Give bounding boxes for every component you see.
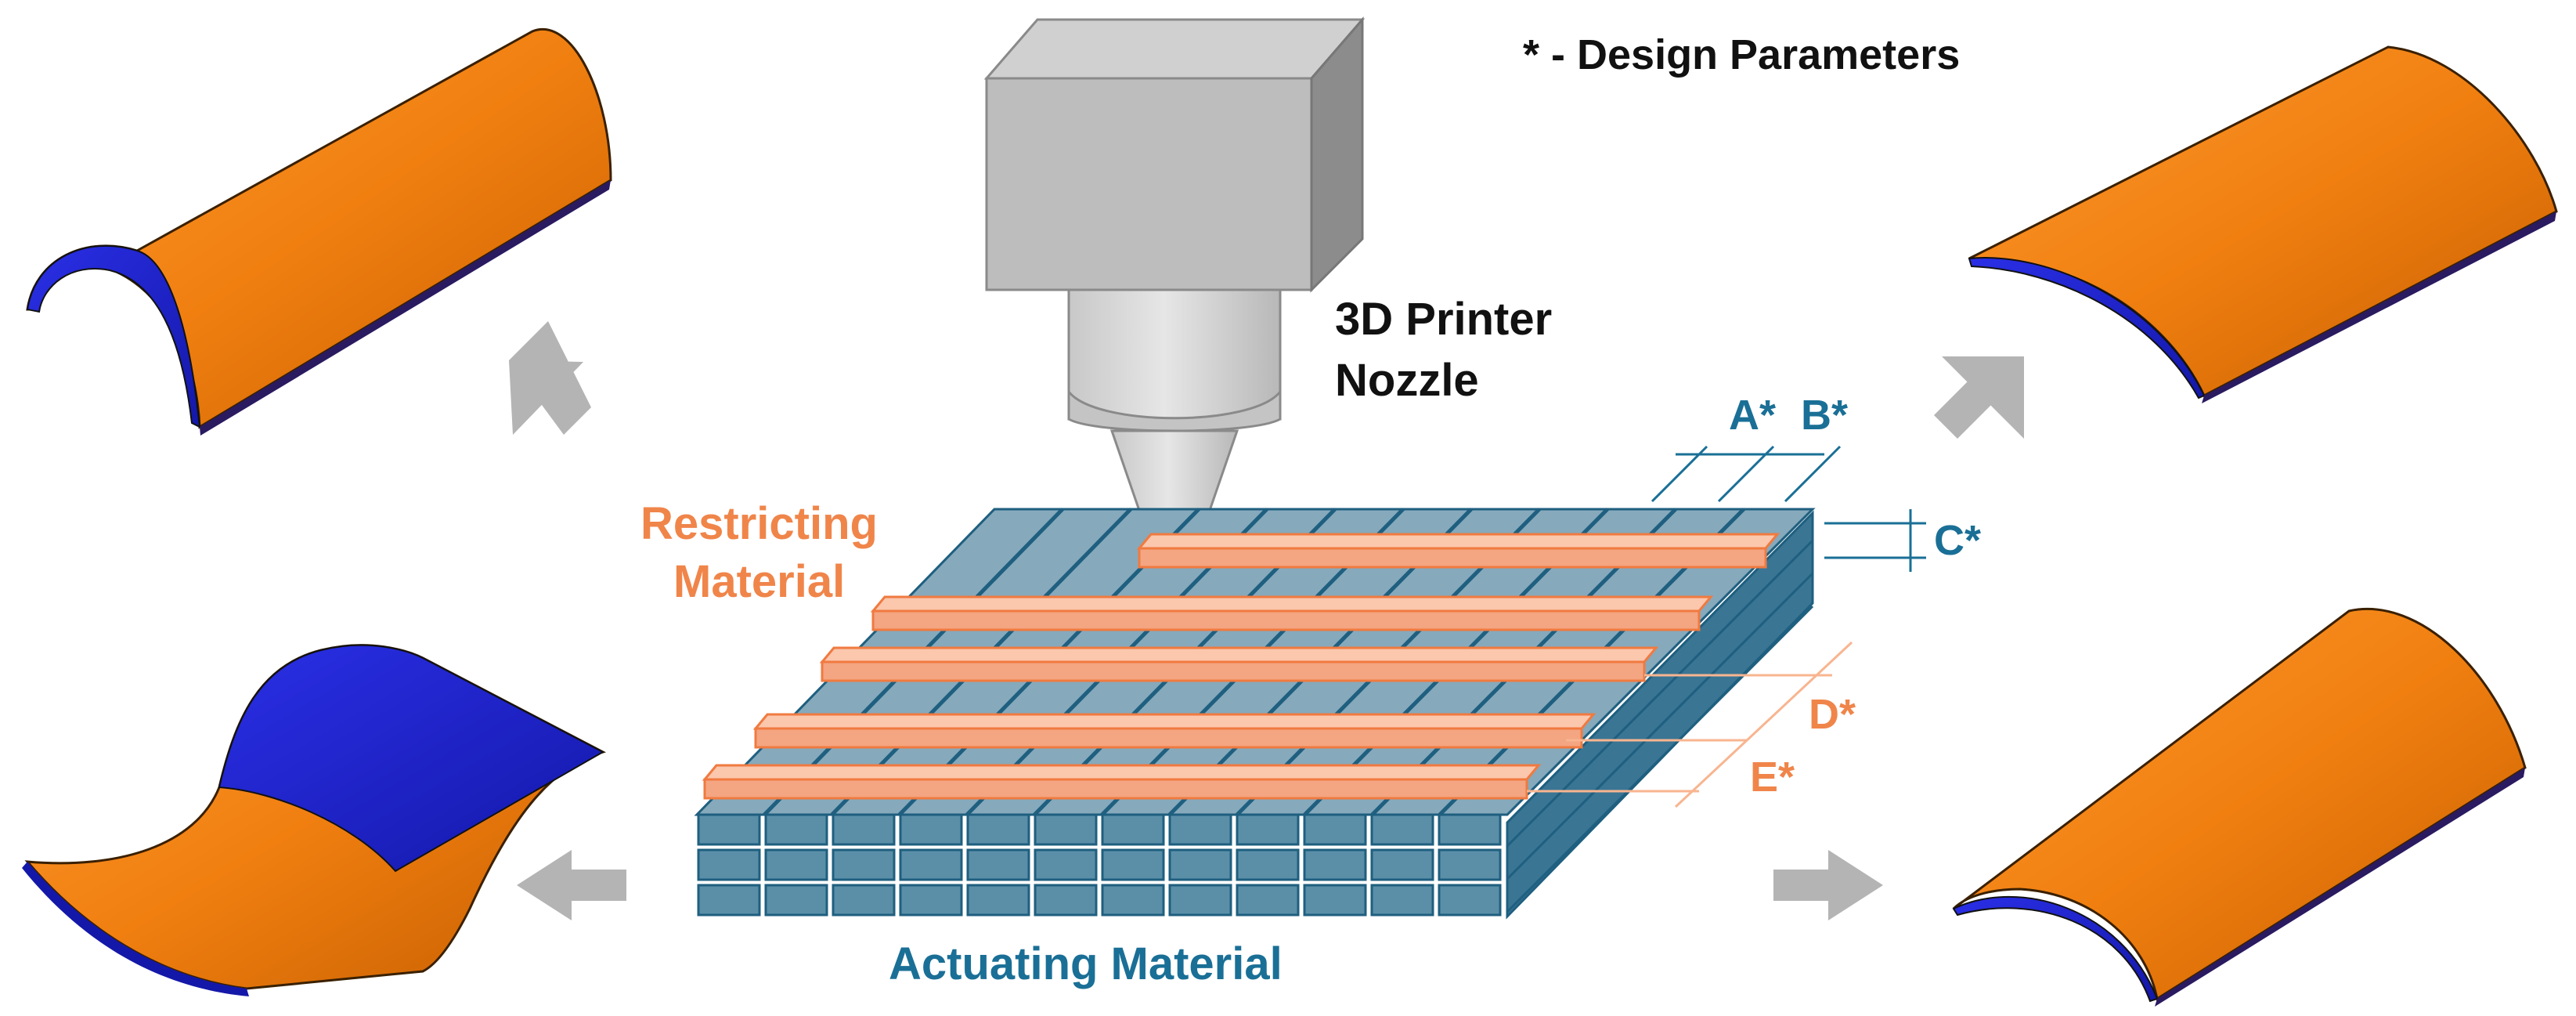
rod-end (764, 848, 828, 881)
actuating-material-block (694, 508, 1816, 920)
rod-end (899, 884, 963, 917)
param-c-label: C* (1934, 517, 1981, 564)
rod-end (1101, 813, 1165, 846)
rod-end (764, 884, 828, 917)
rod-end (1370, 848, 1434, 881)
rod-end (1236, 848, 1300, 881)
shell-bottom-left (22, 644, 607, 996)
rod-end (1034, 848, 1098, 881)
dimension-ab (1651, 445, 1842, 503)
rod-end (1438, 813, 1502, 846)
rod-end (1034, 813, 1098, 846)
rod-end (1168, 813, 1232, 846)
rod-end (1370, 884, 1434, 917)
rod-end (1303, 884, 1367, 917)
param-a-label: A* (1729, 392, 1776, 439)
dimension-de (1527, 641, 1853, 808)
arrow-right-icon (1773, 850, 1883, 920)
restricting-strip (821, 660, 1646, 682)
rod-end (1370, 813, 1434, 846)
rod-end (1236, 813, 1300, 846)
design-parameters-note: * - Design Parameters (1523, 31, 1960, 78)
arrow-left-icon (517, 850, 626, 920)
rod-end (966, 884, 1030, 917)
restricting-strip (871, 609, 1701, 631)
actuating-label: Actuating Material (889, 938, 1283, 989)
nozzle-label-line1: 3D Printer (1335, 294, 1552, 345)
rod-end (832, 884, 896, 917)
shell-top-right (1968, 45, 2558, 403)
param-d-label: D* (1809, 691, 1856, 738)
rod-end (1438, 848, 1502, 881)
shell-top-left (26, 28, 612, 436)
rod-end (1303, 813, 1367, 846)
layer-edge (1506, 539, 1814, 848)
printer-nozzle (983, 16, 1366, 546)
rod-end (697, 848, 761, 881)
shell-bottom-right (1952, 608, 2527, 1007)
strip-top (702, 764, 1542, 781)
nozzle-label-line2: Nozzle (1335, 355, 1479, 406)
restricting-strip (1138, 547, 1767, 569)
rod-end (966, 848, 1030, 881)
dimension-c (1824, 509, 1926, 572)
layer-edge (1506, 572, 1814, 880)
rod-end (697, 884, 761, 917)
strip-top (1136, 533, 1780, 550)
rod-end (899, 848, 963, 881)
rod-end (966, 813, 1030, 846)
rod-end (1101, 848, 1165, 881)
rod-end (697, 813, 761, 846)
arrow-up-right-icon (1934, 356, 2024, 439)
param-b-label: B* (1801, 392, 1848, 439)
strip-top (752, 713, 1596, 730)
rod-end (1034, 884, 1098, 917)
layer-edge (1506, 605, 1814, 913)
restricting-strips (702, 533, 1780, 800)
restricting-label-line1: Restricting (640, 498, 878, 549)
restricting-strip (754, 727, 1583, 749)
rod-end (1101, 884, 1165, 917)
rod-end (1236, 884, 1300, 917)
strip-top (870, 595, 1714, 613)
rod-end (764, 813, 828, 846)
rod-end (1168, 848, 1232, 881)
arrow-up-left-icon (509, 321, 591, 435)
restricting-strip (703, 778, 1528, 800)
rod-end (1438, 884, 1502, 917)
restricting-label-line2: Material (673, 556, 845, 607)
param-e-label: E* (1750, 754, 1795, 801)
rod-end (832, 813, 896, 846)
rod-end (832, 848, 896, 881)
rod-end (1168, 884, 1232, 917)
strip-top (819, 646, 1659, 663)
rod-end (1303, 848, 1367, 881)
rod-end (899, 813, 963, 846)
